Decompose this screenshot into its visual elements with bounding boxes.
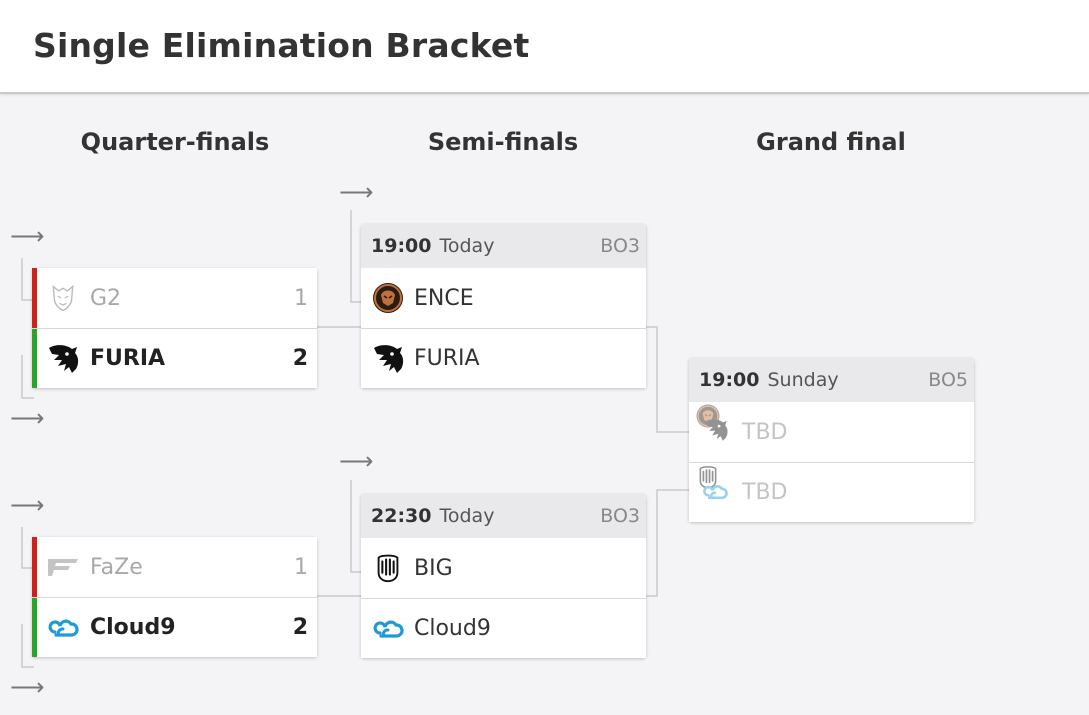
team-row[interactable]: Cloud9 bbox=[361, 598, 646, 658]
bracket-arrow-icon: ⟶ bbox=[339, 178, 374, 206]
g2-logo-icon bbox=[46, 281, 80, 315]
team-name: FURIA bbox=[90, 346, 166, 371]
match-format: BO3 bbox=[600, 505, 640, 527]
match-day: Sunday bbox=[767, 369, 839, 391]
cloud9-logo-icon bbox=[46, 611, 80, 645]
team-name: Cloud9 bbox=[414, 616, 491, 641]
team-name: ENCE bbox=[414, 285, 474, 311]
team-row-tbd[interactable]: TBD bbox=[689, 462, 974, 522]
team-score: 2 bbox=[292, 346, 308, 371]
loser-indicator bbox=[32, 268, 37, 328]
team-row[interactable]: Cloud9 2 bbox=[32, 597, 317, 657]
furia-logo-icon bbox=[371, 342, 405, 376]
big-logo-icon bbox=[371, 551, 405, 585]
team-row-tbd[interactable]: TBD bbox=[689, 402, 974, 462]
match-day: Today bbox=[439, 235, 495, 257]
match-time: 22:30 bbox=[371, 505, 432, 527]
loser-indicator bbox=[32, 537, 37, 597]
team-score: 1 bbox=[294, 554, 308, 580]
team-name: FaZe bbox=[90, 554, 143, 580]
semifinal-match-2[interactable]: 22:30 Today BO3 BIG Cloud9 bbox=[361, 494, 646, 658]
grand-final-match[interactable]: 19:00 Sunday BO5 TBD TBD bbox=[689, 358, 974, 522]
team-name: TBD bbox=[742, 480, 788, 505]
bracket-arrow-icon: ⟶ bbox=[339, 447, 374, 475]
possible-teams-icons bbox=[695, 403, 733, 449]
team-row[interactable]: FaZe 1 bbox=[32, 537, 317, 597]
winner-indicator bbox=[32, 329, 37, 388]
team-row[interactable]: FURIA 2 bbox=[32, 328, 317, 388]
winner-indicator bbox=[32, 598, 37, 657]
match-header: 19:00 Sunday BO5 bbox=[689, 358, 974, 402]
match-format: BO3 bbox=[600, 235, 640, 257]
bracket-arrow-icon: ⟶ bbox=[10, 222, 45, 250]
team-row[interactable]: FURIA bbox=[361, 328, 646, 388]
team-row[interactable]: ENCE bbox=[361, 268, 646, 328]
team-score: 1 bbox=[294, 285, 308, 311]
match-header: 19:00 Today BO3 bbox=[361, 224, 646, 268]
page-title: Single Elimination Bracket bbox=[33, 26, 530, 65]
furia-logo-icon bbox=[46, 342, 80, 376]
match-header: 22:30 Today BO3 bbox=[361, 494, 646, 538]
ence-logo-icon bbox=[371, 281, 405, 315]
page-header: Single Elimination Bracket bbox=[0, 0, 1089, 94]
team-row[interactable]: G2 1 bbox=[32, 268, 317, 328]
quarterfinal-match-1[interactable]: G2 1 FURIA 2 bbox=[32, 268, 317, 388]
round-title-semifinals: Semi-finals bbox=[427, 128, 579, 156]
bracket-arrow-icon: ⟶ bbox=[10, 491, 45, 519]
semifinal-match-1[interactable]: 19:00 Today BO3 ENCE FURIA bbox=[361, 224, 646, 388]
team-name: G2 bbox=[90, 285, 122, 311]
round-title-quarterfinals: Quarter-finals bbox=[80, 128, 270, 156]
faze-logo-icon bbox=[46, 550, 80, 584]
match-day: Today bbox=[439, 505, 495, 527]
bracket-arrow-icon: ⟶ bbox=[10, 404, 45, 432]
team-name: TBD bbox=[742, 419, 788, 445]
bracket-arrow-icon: ⟶ bbox=[10, 673, 45, 701]
match-time: 19:00 bbox=[699, 369, 760, 391]
team-name: FURIA bbox=[414, 346, 480, 371]
cloud9-logo-icon bbox=[371, 612, 405, 646]
team-score: 2 bbox=[292, 615, 308, 640]
match-format: BO5 bbox=[928, 369, 968, 391]
quarterfinal-match-2[interactable]: FaZe 1 Cloud9 2 bbox=[32, 537, 317, 657]
match-time: 19:00 bbox=[371, 235, 432, 257]
team-name: Cloud9 bbox=[90, 615, 176, 640]
possible-teams-icons bbox=[699, 465, 733, 510]
team-row[interactable]: BIG bbox=[361, 538, 646, 598]
team-name: BIG bbox=[414, 555, 453, 581]
round-title-grand-final: Grand final bbox=[756, 128, 906, 156]
